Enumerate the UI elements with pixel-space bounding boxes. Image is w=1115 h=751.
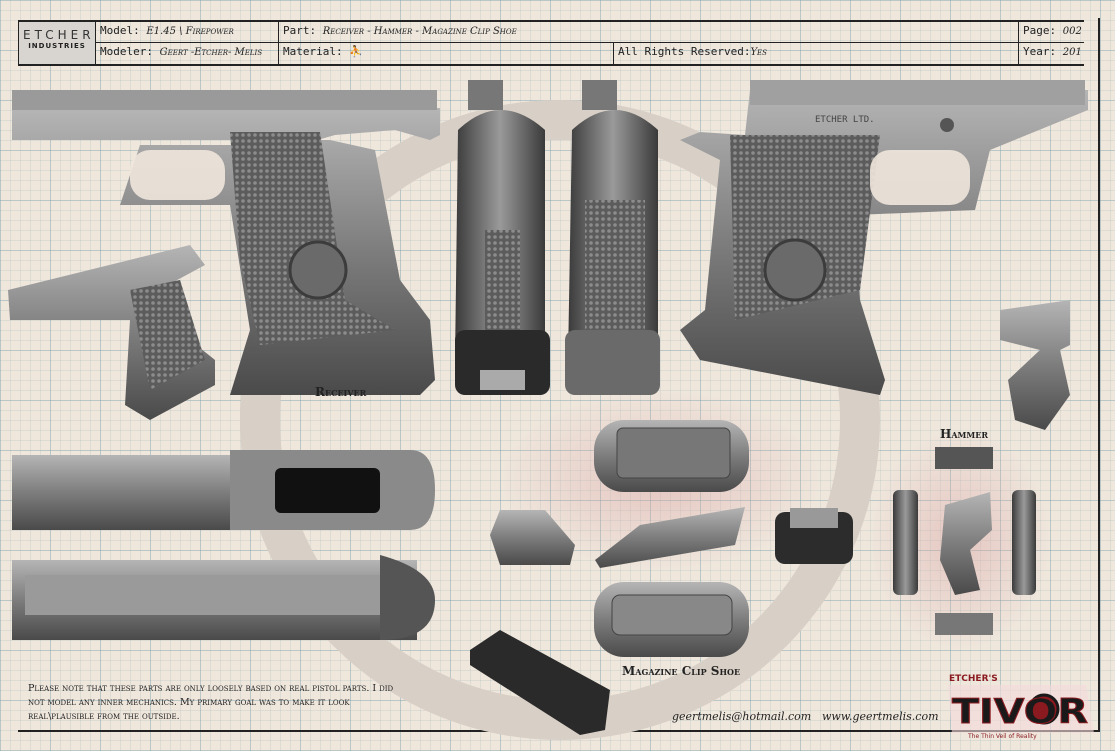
receiver-top-view (12, 450, 435, 530)
page-cell: Page: 002 (1018, 22, 1084, 43)
model-value: E1.45 \ Firepower (146, 26, 234, 37)
note-line: real\plausible from the outside. (28, 711, 180, 722)
note-line: Please note that these parts are only lo… (28, 683, 394, 694)
receiver-left-side-view (12, 90, 440, 395)
material-cell: Material: ⛹ (278, 43, 613, 64)
receiver-back-view (565, 80, 660, 395)
modeler-cell: Modeler: Geert -Etcher- Melis (95, 43, 278, 64)
year-value: 201 (1062, 47, 1082, 58)
rights-value: Yes (750, 47, 767, 58)
model-cell: Model: E1.45 \ Firepower (95, 22, 278, 43)
clip-shoe-renders (470, 420, 853, 735)
website-link[interactable]: www.geertmelis.com (822, 710, 939, 723)
receiver-front-view (455, 80, 550, 395)
logo-backdrop (948, 685, 1094, 733)
part-value: Receiver - Hammer - Magazine Clip Shoe (322, 26, 517, 37)
part-label: Part: (283, 24, 317, 37)
page-label: Page: (1023, 24, 1057, 37)
model-label: Model: (100, 24, 140, 37)
material-label: Material: (283, 45, 343, 58)
receiver-right-side-view: ETCHER LTD. (680, 80, 1088, 395)
tivor-logo: ETCHER'S TIVOR The Thin Veil of Reality (948, 674, 1094, 740)
modeler-label: Modeler: (100, 45, 153, 58)
disclaimer-note: Please note that these parts are only lo… (28, 682, 518, 724)
logo-main-text: TIVOR (952, 692, 1088, 732)
logo-tagline: The Thin Veil of Reality (967, 733, 1037, 740)
page-value: 002 (1062, 26, 1082, 37)
hammer-renders (893, 300, 1070, 635)
receiver-bottom-view (12, 555, 435, 640)
email-link[interactable]: geertmelis@hotmail.com (672, 710, 812, 723)
logo-top-text: ETCHER'S (949, 674, 998, 684)
hammer-label: Hammer (940, 427, 989, 441)
title-block: ETCHER INDUSTRIES Model: E1.45 \ Firepow… (18, 20, 1084, 66)
rights-label: All Rights Reserved: (618, 45, 751, 58)
slide-engraving: ETCHER LTD. (815, 115, 875, 125)
note-line: not model any inner mechanics. My primar… (28, 697, 350, 708)
part-cell: Part: Receiver - Hammer - Magazine Clip … (278, 22, 1018, 43)
clip-shoe-label: Magazine Clip Shoe (622, 664, 741, 678)
zbrush-figure-icon: ⛹ (349, 45, 363, 58)
receiver-perspective-view (8, 245, 215, 420)
rights-cell: All Rights Reserved:Yes (613, 43, 1018, 64)
etcher-industries-logo: ETCHER INDUSTRIES (18, 22, 95, 64)
logo-emblem-circle (1028, 693, 1060, 725)
brand-name: ETCHER (23, 28, 95, 42)
year-label: Year: (1023, 45, 1057, 58)
modeler-value: Geert -Etcher- Melis (159, 47, 263, 58)
receiver-label: Receiver (315, 385, 367, 399)
year-cell: Year: 201 (1018, 43, 1084, 64)
brand-sub: INDUSTRIES (28, 42, 86, 50)
